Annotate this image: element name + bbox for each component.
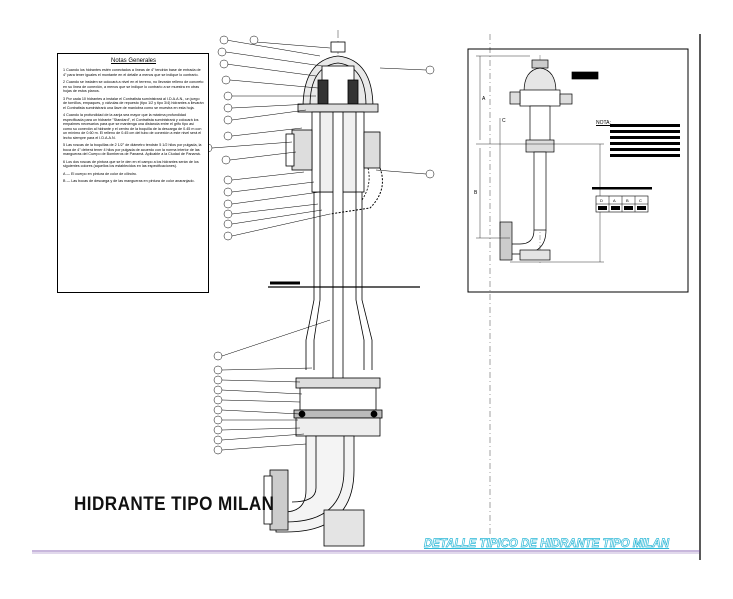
note-1: 1 Cuando los hidrantes estén conectados … <box>63 68 201 77</box>
dim-label-a: A <box>482 96 486 102</box>
table-header-d: D <box>600 198 603 203</box>
dim-label-b: B <box>474 190 478 196</box>
dimension-table <box>592 187 652 213</box>
main-title: HIDRANTE TIPO MILAN <box>74 494 275 515</box>
note-6b: B — Las bocas de descarga y de las mangu… <box>63 179 195 183</box>
nota-bars <box>610 124 680 157</box>
detail-frame <box>467 48 689 293</box>
note-2: 2 Cuando se instalen se colocará a nivel… <box>63 80 204 93</box>
main-hydrant <box>263 30 420 547</box>
notes-title: Notas Generales <box>110 58 157 64</box>
note-5: 5 Las roscas de la boquillas de 2 1/2" d… <box>63 143 202 156</box>
note-3: 3 Por cada 10 hidrantes a instalar el Co… <box>63 96 204 110</box>
table-header-c: C <box>639 198 642 203</box>
dim-label-c: C <box>502 118 506 124</box>
table-header-a: A <box>613 198 616 203</box>
callouts-left-lower <box>213 319 331 455</box>
note-6a: A — El cuerpo en pintura de color de cil… <box>63 171 137 176</box>
chain <box>329 167 383 215</box>
detail-hydrant <box>499 55 599 265</box>
note-4: 4 Cuando la profundidad de la zanja sea … <box>63 113 202 140</box>
table-header-b: B <box>626 198 629 203</box>
callouts-left-upper <box>203 35 435 241</box>
detail-title: DETALLE TIPICO DE HIDRANTE TIPO MILAN <box>424 538 670 551</box>
general-notes: Notas Generales 1 Cuando los hidrantes e… <box>57 53 209 293</box>
note-6: 6 Los dos roscas de pintura que se le de… <box>63 159 199 169</box>
nota-label: NOTA: <box>596 120 611 126</box>
